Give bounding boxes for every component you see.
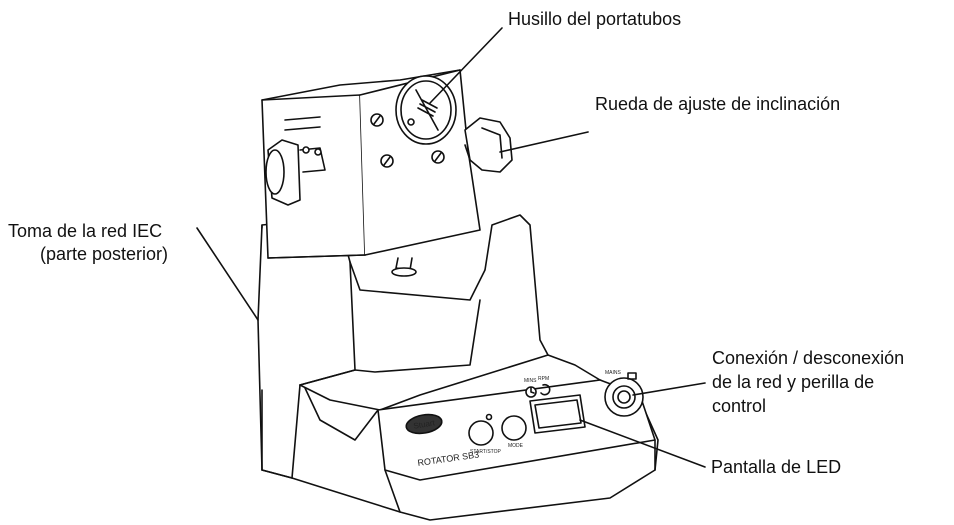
rpm-label: RPM [538,376,549,382]
label-spindle: Husillo del portatubos [508,9,682,29]
rotator-head [261,69,481,277]
label-mains-line2: de la red y perilla de [712,372,875,392]
label-iec-line1: Toma de la red IEC [8,221,163,241]
leader-tilt-wheel [499,131,589,153]
leader-mains [632,382,706,396]
label-mains-line3: control [712,396,767,416]
right-tilt-wheel [464,117,513,173]
mins-label: MINS [524,378,537,384]
left-tilt-wheel [265,139,326,206]
label-mains-line1: Conexión / desconexión [712,348,905,368]
mode-label: MODE [508,443,524,449]
base-frame [257,214,659,521]
label-tilt-wheel: Rueda de ajuste de inclinación [595,94,841,114]
leader-led [579,419,706,468]
label-iec-line2: (parte posterior) [40,244,169,264]
leader-iec [196,227,259,321]
label-led: Pantalla de LED [711,457,842,477]
leader-spindle [429,27,503,104]
brand-logo: Stuart [413,418,436,431]
control-panel [377,372,656,513]
mains-label: MAINS [605,370,622,376]
start-stop-label: START/STOP [470,449,502,455]
